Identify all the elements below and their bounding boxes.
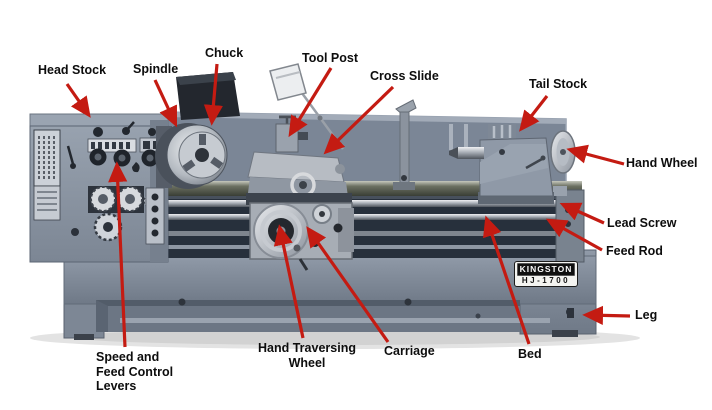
label-feed-rod: Feed Rod xyxy=(606,244,663,258)
label-hand-wheel: Hand Wheel xyxy=(626,156,698,170)
label-hand-traversing-wheel: Hand Traversing Wheel xyxy=(258,341,356,370)
label-tail-stock: Tail Stock xyxy=(529,77,588,91)
steady-rest xyxy=(393,99,417,190)
label-bed: Bed xyxy=(518,347,542,361)
label-spindle: Spindle xyxy=(133,62,179,76)
headstock xyxy=(29,113,169,263)
brand-model: HJ-1700 xyxy=(521,276,571,285)
label-lead-screw: Lead Screw xyxy=(607,216,677,230)
label-carriage: Carriage xyxy=(384,344,435,358)
label-chuck: Chuck xyxy=(205,46,244,60)
label-cross-slide: Cross Slide xyxy=(370,69,439,83)
label-head-stock: Head Stock xyxy=(38,63,107,77)
brand-name: KINGSTON xyxy=(517,263,575,276)
label-speed-feed-control-levers: Speed and Feed Control Levers xyxy=(96,350,174,393)
cross-slide xyxy=(246,151,352,205)
brand-badge: KINGSTON HJ-1700 xyxy=(514,261,578,287)
motor-cover xyxy=(176,72,240,120)
label-tool-post: Tool Post xyxy=(302,51,359,65)
label-leg: Leg xyxy=(635,308,658,322)
chuck xyxy=(155,123,228,189)
